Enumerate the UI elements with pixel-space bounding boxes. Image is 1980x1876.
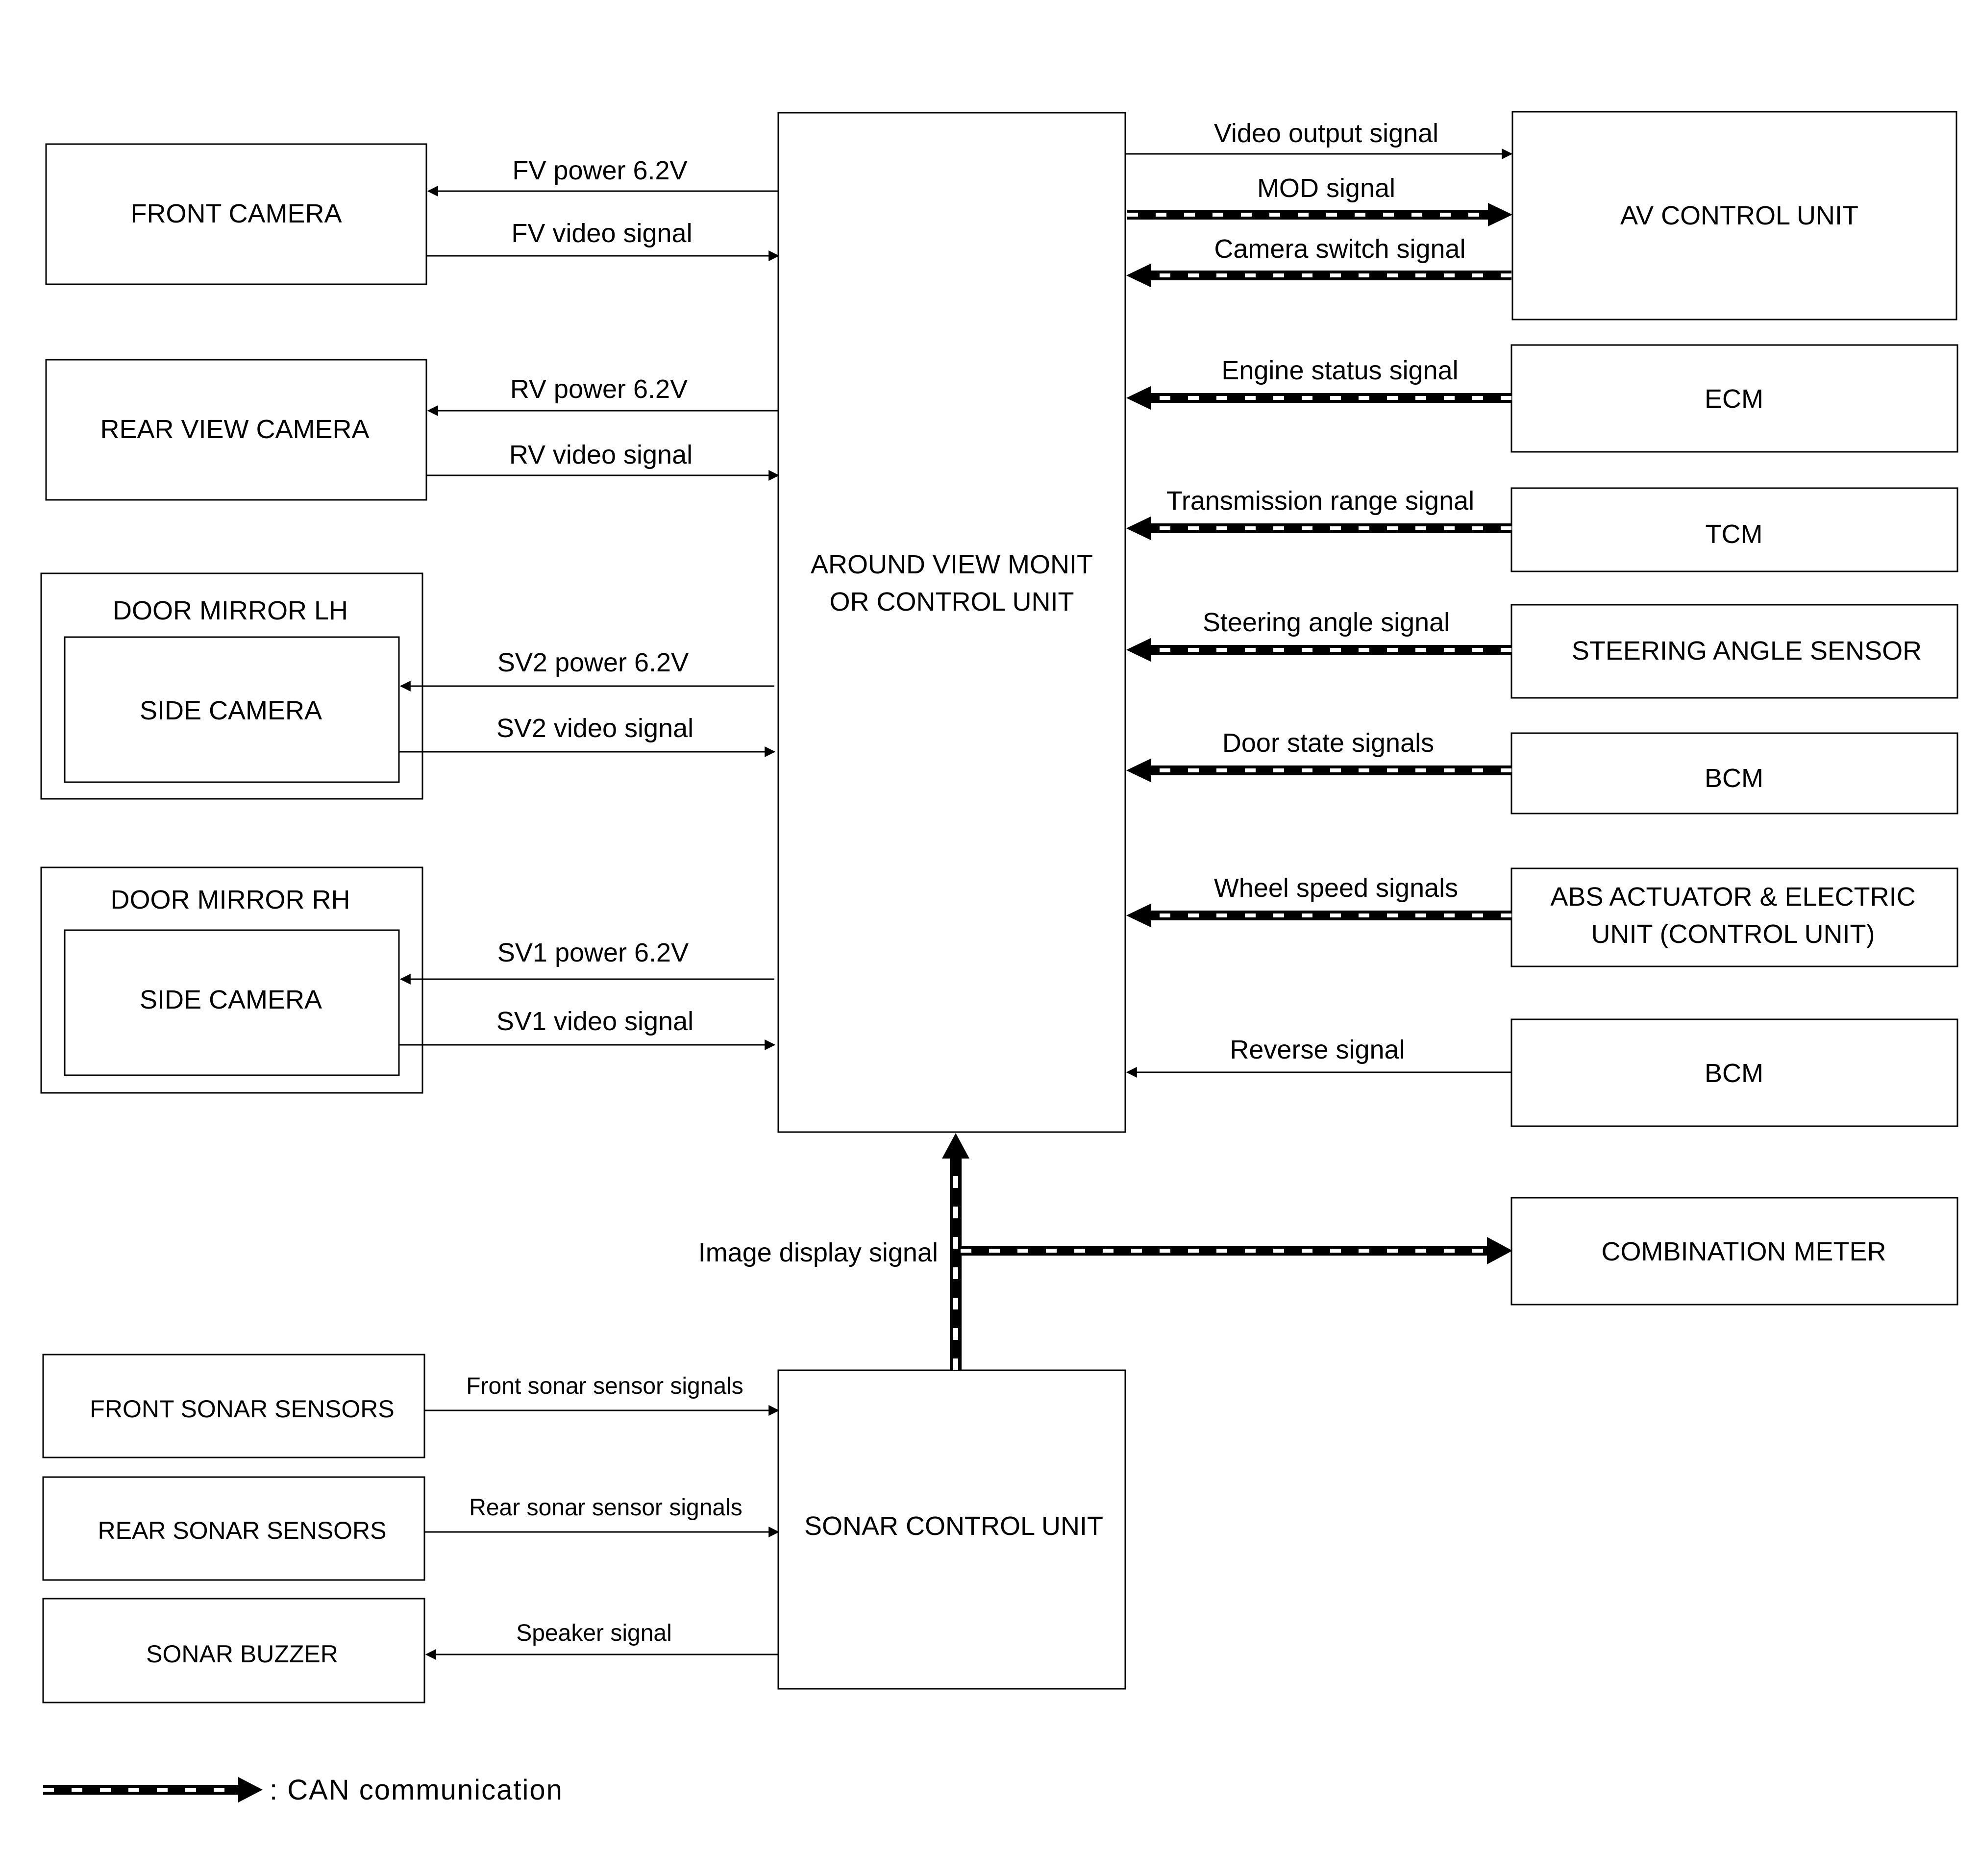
front-sonar-sensors-label: FRONT SONAR SENSORS: [90, 1395, 394, 1423]
door-state-label: Door state signals: [1222, 728, 1434, 758]
wheel-speed-label: Wheel speed signals: [1214, 873, 1458, 903]
rv-power-label: RV power 6.2V: [510, 374, 688, 404]
sv2-power-label: SV2 power 6.2V: [497, 648, 689, 677]
door-mirror-lh-block: DOOR MIRROR LH SIDE CAMERA: [40, 572, 423, 800]
speaker-label: Speaker signal: [516, 1620, 672, 1646]
bcm-reverse-block: BCM: [1510, 1018, 1958, 1127]
sv2-power-connection: SV2 power 6.2V: [399, 648, 774, 691]
sv1-power-connection: SV1 power 6.2V: [399, 938, 774, 985]
rear-sonar-connection: Rear sonar sensor signals: [424, 1495, 780, 1537]
image-display-label: Image display signal: [698, 1238, 938, 1267]
ecm-label: ECM: [1705, 384, 1763, 414]
mod-connection: MOD signal: [1127, 173, 1512, 226]
legend-arrow-icon: [238, 1777, 263, 1802]
sv1-power-label: SV1 power 6.2V: [497, 938, 689, 967]
engine-status-connection: Engine status signal: [1126, 356, 1511, 410]
side-camera-rh-box: [64, 929, 400, 1076]
av-control-unit-label: AV CONTROL UNIT: [1620, 201, 1858, 230]
speaker-connection: Speaker signal: [425, 1620, 778, 1660]
side-camera-lh-box: [64, 636, 400, 783]
abs-label-line2: UNIT (CONTROL UNIT): [1591, 919, 1875, 949]
tcm-block: TCM: [1510, 487, 1958, 572]
fv-video-label: FV video signal: [511, 219, 692, 248]
mod-label: MOD signal: [1257, 173, 1395, 203]
video-output-label: Video output signal: [1214, 119, 1438, 148]
fv-video-connection: FV video signal: [426, 219, 780, 261]
steering-angle-sensor-label: STEERING ANGLE SENSOR: [1572, 636, 1922, 666]
around-view-monitor-control-unit: AROUND VIEW MONIT OR CONTROL UNIT: [777, 112, 1126, 1133]
legend-label: : CAN communication: [270, 1774, 563, 1806]
rear-sonar-sensors-label: REAR SONAR SENSORS: [98, 1517, 386, 1544]
abs-actuator-block: ABS ACTUATOR & ELECTRIC UNIT (CONTROL UN…: [1510, 867, 1958, 967]
combination-meter-label: COMBINATION METER: [1601, 1237, 1886, 1266]
rear-view-camera-block: REAR VIEW CAMERA: [45, 359, 427, 501]
side-camera-rh-label: SIDE CAMERA: [140, 985, 322, 1014]
transmission-range-label: Transmission range signal: [1166, 486, 1474, 516]
sv1-video-connection: SV1 video signal: [399, 1007, 776, 1050]
front-camera-block: FRONT CAMERA: [45, 143, 427, 285]
rv-power-connection: RV power 6.2V: [427, 374, 778, 416]
front-sonar-connection: Front sonar sensor signals: [424, 1373, 780, 1416]
front-sonar-label: Front sonar sensor signals: [466, 1373, 743, 1399]
tcm-label: TCM: [1706, 519, 1763, 549]
door-mirror-lh-label: DOOR MIRROR LH: [113, 596, 348, 625]
side-camera-lh-label: SIDE CAMERA: [140, 696, 322, 725]
fv-power-label: FV power 6.2V: [512, 156, 687, 185]
bcm-reverse-label: BCM: [1705, 1059, 1763, 1088]
sv2-video-connection: SV2 video signal: [399, 714, 776, 757]
combination-meter-block: COMBINATION METER: [1510, 1197, 1958, 1306]
transmission-range-connection: Transmission range signal: [1126, 486, 1511, 540]
sv1-video-label: SV1 video signal: [496, 1007, 693, 1036]
bcm-door-label: BCM: [1705, 764, 1763, 793]
fv-power-connection: FV power 6.2V: [427, 156, 778, 197]
rv-video-label: RV video signal: [509, 440, 693, 469]
front-sonar-sensors-block: FRONT SONAR SENSORS: [42, 1354, 425, 1458]
sonar-control-unit-block: SONAR CONTROL UNIT: [777, 1369, 1126, 1690]
sonar-control-unit-label: SONAR CONTROL UNIT: [804, 1511, 1103, 1541]
ecm-block: ECM: [1510, 344, 1958, 453]
legend: : CAN communication: [43, 1774, 563, 1806]
rv-video-connection: RV video signal: [426, 440, 780, 481]
sonar-buzzer-label: SONAR BUZZER: [146, 1640, 338, 1668]
steering-angle-connection: Steering angle signal: [1126, 608, 1511, 662]
abs-label-line1: ABS ACTUATOR & ELECTRIC: [1550, 882, 1915, 912]
sonar-buzzer-block: SONAR BUZZER: [42, 1598, 425, 1703]
door-mirror-rh-label: DOOR MIRROR RH: [111, 885, 350, 914]
steering-angle-label: Steering angle signal: [1203, 608, 1450, 637]
wheel-speed-connection: Wheel speed signals: [1126, 873, 1511, 927]
rear-view-camera-label: REAR VIEW CAMERA: [100, 415, 369, 444]
rear-sonar-label: Rear sonar sensor signals: [469, 1495, 742, 1521]
door-mirror-rh-block: DOOR MIRROR RH SIDE CAMERA: [40, 866, 423, 1094]
reverse-connection: Reverse signal: [1126, 1035, 1511, 1078]
image-display-connection: Image display signal: [698, 1133, 1512, 1370]
video-output-connection: Video output signal: [1125, 119, 1513, 159]
steering-angle-sensor-block: STEERING ANGLE SENSOR: [1510, 604, 1958, 699]
avm-label-line2: OR CONTROL UNIT: [830, 587, 1074, 617]
rear-sonar-sensors-block: REAR SONAR SENSORS: [42, 1476, 425, 1581]
bcm-door-block: BCM: [1510, 732, 1958, 815]
engine-status-label: Engine status signal: [1221, 356, 1458, 385]
sv2-video-label: SV2 video signal: [496, 714, 693, 743]
camera-switch-connection: Camera switch signal: [1126, 234, 1511, 287]
door-state-connection: Door state signals: [1126, 728, 1511, 782]
front-camera-label: FRONT CAMERA: [130, 199, 342, 228]
avm-label-line1: AROUND VIEW MONIT: [811, 550, 1093, 579]
av-control-unit-block: AV CONTROL UNIT: [1511, 111, 1957, 321]
camera-switch-label: Camera switch signal: [1214, 234, 1465, 264]
reverse-label: Reverse signal: [1230, 1035, 1405, 1064]
